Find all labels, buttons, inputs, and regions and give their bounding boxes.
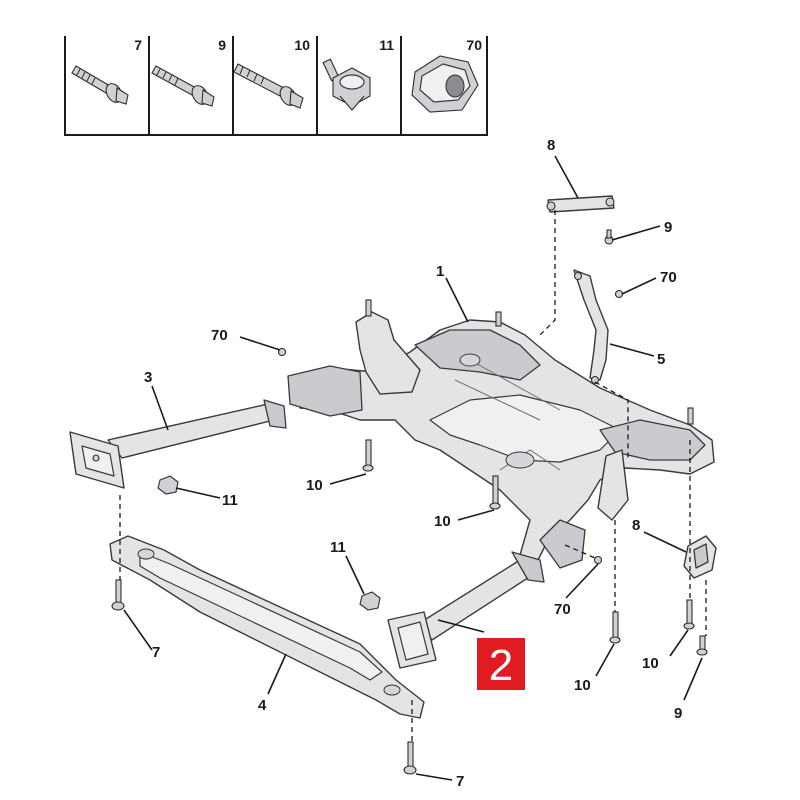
part-2-badge: 2 — [477, 638, 525, 690]
key-label-7: 7 — [134, 37, 142, 53]
fastener-key-table: 7 9 10 11 70 — [64, 36, 488, 136]
callout-10-b: 10 — [434, 513, 451, 530]
callout-70-top: 70 — [660, 269, 677, 286]
callout-8-top: 8 — [547, 137, 555, 154]
callout-7-bottom: 7 — [456, 773, 464, 790]
flange-nut-icon — [157, 475, 179, 495]
nut-icon — [614, 289, 624, 299]
bracket-part-8-top — [546, 195, 615, 213]
bolt-icon — [111, 579, 125, 611]
callout-70-bottom: 70 — [554, 601, 571, 618]
bolt-icon — [362, 439, 374, 472]
callout-10-a: 10 — [306, 477, 323, 494]
key-label-11: 11 — [379, 37, 394, 53]
bolt-icon — [696, 635, 708, 656]
alignment-lines — [119, 210, 707, 742]
callout-10-d: 10 — [642, 655, 659, 672]
key-label-70: 70 — [466, 37, 482, 53]
bracket-part-8-right — [683, 535, 717, 579]
callout-9-top: 9 — [664, 219, 672, 236]
callout-70-left: 70 — [211, 327, 228, 344]
loose-fasteners — [111, 229, 708, 775]
link-part-5 — [573, 269, 609, 385]
long-bolt-icon — [151, 65, 215, 107]
long-bolt-icon — [233, 63, 304, 109]
bolt-icon — [489, 475, 501, 510]
bolt-icon — [609, 611, 621, 644]
callout-11-left: 11 — [222, 492, 238, 509]
callout-11-mid: 11 — [330, 539, 346, 556]
callout-10-c: 10 — [574, 677, 591, 694]
flange-nut-icon — [322, 58, 371, 111]
callout-4: 4 — [258, 697, 267, 714]
nut-icon — [593, 555, 603, 565]
leader-lines — [123, 155, 703, 781]
callout-1: 1 — [436, 263, 444, 280]
callout-9-bottom: 9 — [674, 705, 682, 722]
callout-8-right: 8 — [632, 517, 640, 534]
subframe-part-1 — [287, 299, 715, 569]
callout-7-left: 7 — [152, 644, 160, 661]
badge-label: 2 — [489, 641, 513, 690]
key-label-10: 10 — [294, 37, 310, 53]
callout-5: 5 — [657, 351, 665, 368]
callout-3: 3 — [144, 369, 152, 386]
crossbar-part-3 — [69, 399, 287, 489]
hex-nut-icon — [411, 55, 479, 113]
callout-numbers: 1 8 9 70 5 70 3 11 10 10 11 7 4 70 8 10 … — [144, 137, 682, 790]
bolt-icon — [683, 599, 695, 630]
lower-bar-part-4 — [109, 535, 425, 719]
badge-background — [477, 638, 525, 690]
bolt-icon — [403, 741, 417, 775]
flange-bolt-icon — [71, 65, 129, 105]
bolt-icon — [604, 229, 614, 245]
nut-icon — [277, 347, 287, 357]
key-label-9: 9 — [218, 37, 226, 53]
flange-nut-icon — [359, 591, 381, 611]
crossbar-part-2 — [387, 551, 545, 669]
